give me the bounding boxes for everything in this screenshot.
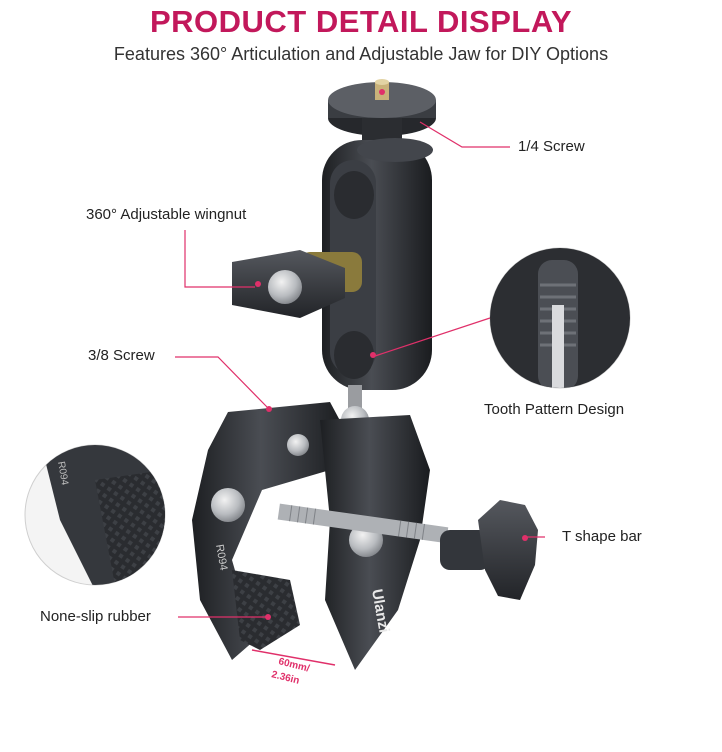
super-clamp bbox=[192, 402, 449, 670]
tooth-detail-circle bbox=[489, 247, 631, 389]
svg-text:R094: R094 bbox=[55, 461, 70, 487]
label-wingnut: 360° Adjustable wingnut bbox=[86, 206, 247, 223]
callout-lines bbox=[175, 121, 545, 618]
page-subtitle: Features 360° Articulation and Adjustabl… bbox=[113, 44, 609, 64]
wingnut bbox=[232, 250, 362, 318]
label-t-shape-bar: T shape bar bbox=[562, 528, 642, 545]
page-title: PRODUCT DETAIL DISPLAY bbox=[149, 4, 573, 39]
t-shape-bar bbox=[440, 500, 538, 600]
rubber-detail-circle: R094 bbox=[24, 444, 166, 586]
label-three-eighths-screw: 3/8 Screw bbox=[88, 347, 155, 364]
jaw-dimension: 60mm/ 2.36in bbox=[251, 649, 336, 687]
model-mark: R094 bbox=[213, 543, 229, 571]
label-quarter-screw: 1/4 Screw bbox=[518, 138, 585, 155]
label-tooth-pattern: Tooth Pattern Design bbox=[484, 401, 625, 418]
quarter-screw-mount bbox=[328, 79, 436, 142]
svg-text:2.36in: 2.36in bbox=[270, 669, 300, 687]
label-non-slip-rubber: None-slip rubber bbox=[40, 608, 151, 625]
